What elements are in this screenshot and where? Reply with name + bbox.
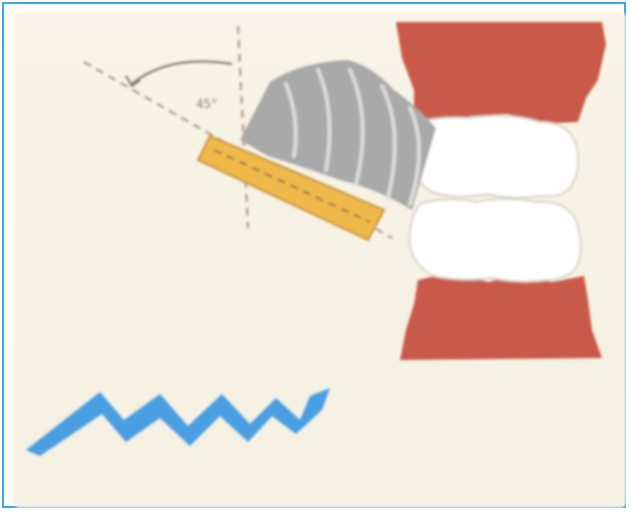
lower-gum bbox=[400, 272, 602, 360]
angle-arc bbox=[132, 62, 232, 85]
teeth-icon bbox=[396, 22, 606, 360]
lower-tooth bbox=[410, 199, 581, 282]
zigzag-motion-arrow-icon bbox=[26, 388, 330, 456]
upper-gum bbox=[396, 22, 606, 124]
vertical-guide-line bbox=[238, 26, 248, 228]
angle-arc-arrowhead bbox=[126, 76, 140, 86]
angle-label: 45° bbox=[196, 97, 217, 111]
toothbrush-icon bbox=[198, 60, 436, 240]
